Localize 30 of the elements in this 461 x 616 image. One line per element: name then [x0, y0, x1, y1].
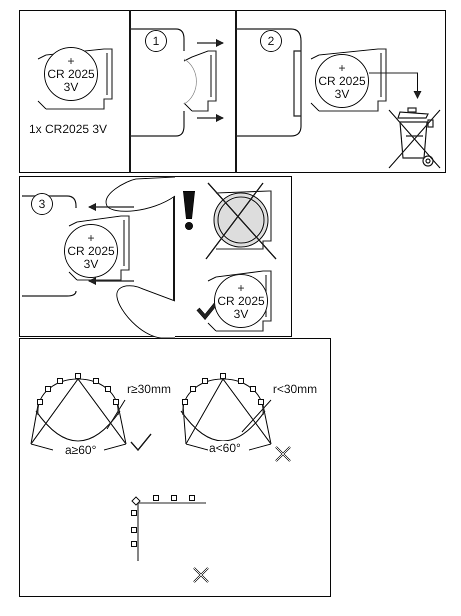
leader-label: r<30mm	[263, 379, 327, 399]
leader-line	[106, 400, 126, 430]
battery-spec-text: 1x CR2025 3V	[29, 122, 108, 136]
step-number: 1	[145, 30, 167, 52]
battery-circle	[214, 274, 268, 328]
battery-label: CR 2025 3V	[318, 74, 366, 100]
battery-circle	[315, 54, 369, 108]
leader-line	[242, 400, 272, 432]
step-number: 2	[260, 30, 282, 52]
battery-label: CR 2025 3V	[67, 244, 115, 270]
battery-label: CR 2025 3V	[217, 294, 265, 320]
battery-circle	[44, 47, 98, 101]
panel-frame	[236, 10, 446, 173]
polarity-sign: +	[237, 282, 244, 294]
step-number: 3	[31, 193, 53, 215]
polarity-sign: +	[67, 54, 74, 68]
dimension-label: a≥60°	[65, 443, 96, 457]
leader-label: r≥30mm	[117, 379, 181, 399]
trash-bin-icon	[386, 106, 443, 170]
panel-frame	[19, 338, 331, 597]
panel-frame	[19, 10, 130, 173]
polarity-sign: +	[338, 62, 346, 74]
battery-circle	[64, 224, 118, 278]
panel-frame	[174, 176, 292, 337]
battery-label: CR 2025 3V	[47, 68, 95, 94]
panel-frame	[130, 10, 236, 173]
panel-frame	[19, 176, 174, 337]
dimension-label: a<60°	[209, 441, 241, 455]
polarity-sign: +	[87, 232, 94, 244]
arrow	[369, 72, 422, 99]
